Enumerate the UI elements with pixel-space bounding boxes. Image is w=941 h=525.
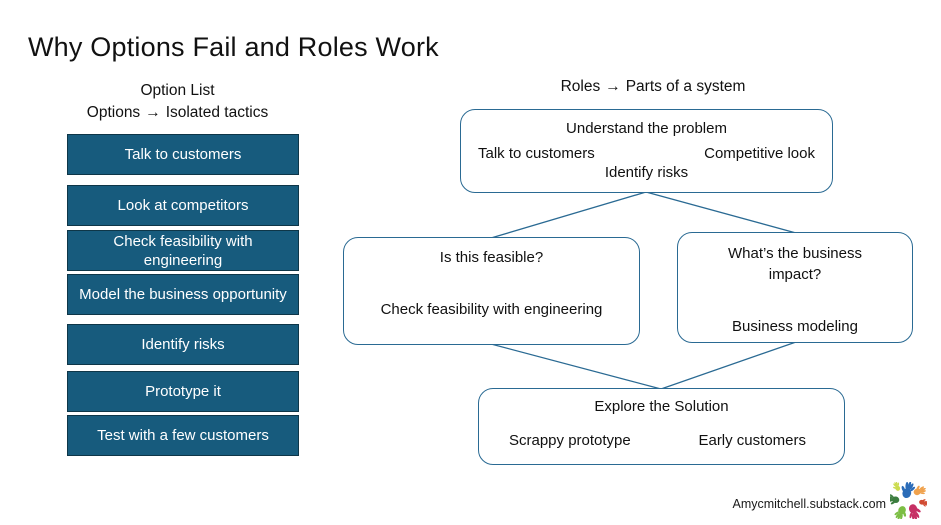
node-item-business-modeling: Business modeling bbox=[732, 318, 858, 335]
node-title: Explore the Solution bbox=[594, 398, 729, 415]
credit-text: Amycmitchell.substack.com bbox=[732, 497, 886, 511]
option-item-look-at-competitors: Look at competitors bbox=[67, 185, 299, 226]
right-arrow-icon: → bbox=[605, 78, 621, 95]
node-item-early-customers: Early customers bbox=[698, 432, 806, 449]
option-item-identify-risks: Identify risks bbox=[67, 324, 299, 365]
connector-understand-feasible bbox=[490, 191, 647, 239]
connector-understand-impact bbox=[645, 191, 797, 234]
option-item-model-business: Model the business opportunity bbox=[67, 274, 299, 315]
equation-right: Parts of a system bbox=[625, 78, 746, 95]
node-is-this-feasible: Is this feasible? Check feasibility with… bbox=[343, 237, 640, 345]
node-title: Is this feasible? bbox=[439, 249, 544, 266]
slide-title: Why Options Fail and Roles Work bbox=[28, 32, 439, 62]
node-item-scrappy-prototype: Scrappy prototype bbox=[509, 432, 631, 449]
option-item-talk-to-customers: Talk to customers bbox=[67, 134, 299, 175]
roles-heading: Roles→Parts of a system bbox=[460, 78, 846, 96]
option-item-prototype-it: Prototype it bbox=[67, 371, 299, 412]
community-hands-logo bbox=[890, 482, 927, 519]
node-item-competitive-look: Competitive look bbox=[704, 145, 815, 162]
node-title: Understand the problem bbox=[566, 120, 727, 137]
connector-impact-explore bbox=[660, 341, 797, 390]
option-item-test-customers: Test with a few customers bbox=[67, 415, 299, 456]
node-understand-the-problem: Understand the problem Talk to customers… bbox=[460, 109, 833, 193]
equation-left: Roles bbox=[560, 78, 601, 95]
equation-right: Isolated tactics bbox=[165, 104, 269, 121]
node-business-impact: What’s the business impact? Business mod… bbox=[677, 232, 913, 343]
connector-feasible-explore bbox=[490, 343, 662, 390]
equation-left: Options bbox=[86, 104, 141, 121]
node-item-talk-to-customers: Talk to customers bbox=[478, 145, 595, 162]
node-title: What’s the business impact? bbox=[728, 245, 862, 283]
right-arrow-icon: → bbox=[145, 104, 161, 121]
option-list-heading: Option List Options→Isolated tactics bbox=[40, 80, 315, 124]
option-list-title: Option List bbox=[140, 82, 215, 99]
option-list-equation: Options→Isolated tactics bbox=[40, 102, 315, 124]
node-item-identify-risks: Identify risks bbox=[604, 164, 689, 181]
option-list: Talk to customers Look at competitors Ch… bbox=[67, 134, 299, 456]
node-explore-the-solution: Explore the Solution Scrappy prototype E… bbox=[478, 388, 845, 465]
option-item-check-feasibility: Check feasibility with engineering bbox=[67, 230, 299, 271]
node-item-check-feasibility: Check feasibility with engineering bbox=[380, 301, 603, 318]
